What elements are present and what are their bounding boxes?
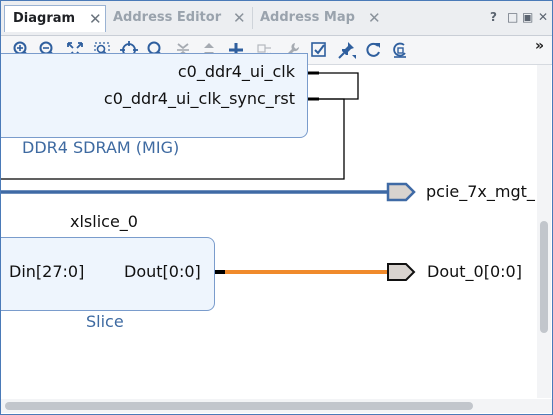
close-icon[interactable]: ✕ bbox=[368, 9, 381, 27]
mig-port-ui-clk-sync-rst[interactable]: c0_ddr4_ui_clk_sync_rst bbox=[103, 89, 295, 108]
external-port-dout bbox=[387, 263, 416, 281]
refresh-icon[interactable] bbox=[363, 40, 383, 60]
vertical-scrollbar[interactable] bbox=[537, 65, 551, 398]
validate-design-icon[interactable] bbox=[309, 40, 329, 60]
maximize-icon[interactable]: ▣ bbox=[522, 10, 534, 24]
net-layer bbox=[1, 71, 416, 281]
mig-ip-block[interactable] bbox=[1, 53, 308, 138]
slice-port-dout[interactable]: Dout[0:0] bbox=[124, 262, 201, 281]
net-ui-clk bbox=[307, 72, 359, 100]
tab-address-map-label: Address Map bbox=[260, 10, 355, 25]
tab-address-editor-label: Address Editor bbox=[113, 10, 222, 25]
net-ui-clk-sync-rst bbox=[1, 98, 345, 180]
close-icon[interactable]: ✕ bbox=[89, 10, 102, 28]
help-icon[interactable]: ? bbox=[490, 10, 497, 24]
restore-icon[interactable]: □ bbox=[507, 10, 519, 24]
diagram-canvas[interactable]: c0_ddr4_ui_clk c0_ddr4_ui_clk_sync_rst D… bbox=[1, 53, 552, 414]
horizontal-scrollbar[interactable] bbox=[1, 399, 552, 413]
regenerate-layout-icon[interactable] bbox=[390, 40, 410, 60]
external-port-pcie bbox=[386, 182, 416, 202]
close-window-icon[interactable]: ✕ bbox=[538, 10, 549, 24]
tab-bar: Diagram ✕ Address Editor ✕ Address Map ✕… bbox=[1, 1, 552, 36]
toolbar-overflow-icon[interactable]: » bbox=[535, 38, 545, 54]
slice-ip-block[interactable] bbox=[1, 237, 215, 311]
mig-block-name: DDR4 SDRAM (MIG) bbox=[22, 138, 180, 157]
close-icon[interactable]: ✕ bbox=[233, 9, 246, 27]
tab-address-editor[interactable]: Address Editor ✕ bbox=[105, 5, 252, 31]
tab-diagram[interactable]: Diagram ✕ bbox=[4, 5, 106, 32]
vertical-scroll-thumb[interactable] bbox=[540, 221, 548, 333]
slice-block-name: Slice bbox=[86, 312, 124, 331]
mig-port-ui-clk[interactable]: c0_ddr4_ui_clk bbox=[177, 62, 295, 81]
tab-address-map[interactable]: Address Map ✕ bbox=[252, 5, 386, 31]
external-port-dout-label: Dout_0[0:0] bbox=[427, 262, 522, 281]
tab-diagram-label: Diagram bbox=[13, 11, 76, 26]
external-port-pcie-label: pcie_7x_mgt_ bbox=[426, 182, 535, 201]
slice-port-din[interactable]: Din[27:0] bbox=[9, 262, 85, 281]
horizontal-scroll-thumb[interactable] bbox=[5, 402, 473, 410]
slice-instance-name: xlslice_0 bbox=[70, 212, 138, 231]
pin-icon[interactable] bbox=[337, 40, 357, 60]
tab-divider bbox=[252, 7, 253, 29]
